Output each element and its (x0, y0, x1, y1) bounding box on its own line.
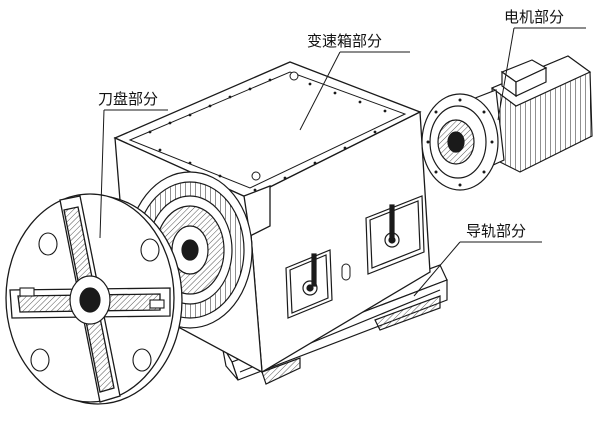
cutterhead-hub (69, 275, 111, 325)
label-cutterhead-group: 刀盘部分 (98, 90, 168, 239)
cutter-tool-icon (19, 232, 165, 372)
inspection-panel-left (285, 249, 333, 319)
label-gearbox: 变速箱部分 (307, 32, 382, 50)
label-gearbox-group: 变速箱部分 (299, 32, 410, 131)
label-guide-rail-group: 导轨部分 (413, 222, 542, 297)
lifting-eye-icon (251, 71, 299, 181)
inspection-panel-right (365, 195, 425, 275)
motor (421, 55, 593, 191)
motor-flange-bolts (426, 98, 494, 187)
sight-window (341, 263, 351, 281)
label-guide-rail: 导轨部分 (466, 222, 526, 240)
top-rim-bolts (148, 78, 387, 192)
label-cutterhead: 刀盘部分 (98, 90, 158, 108)
label-motor: 电机部分 (504, 8, 564, 26)
label-motor-group: 电机部分 (497, 8, 586, 121)
